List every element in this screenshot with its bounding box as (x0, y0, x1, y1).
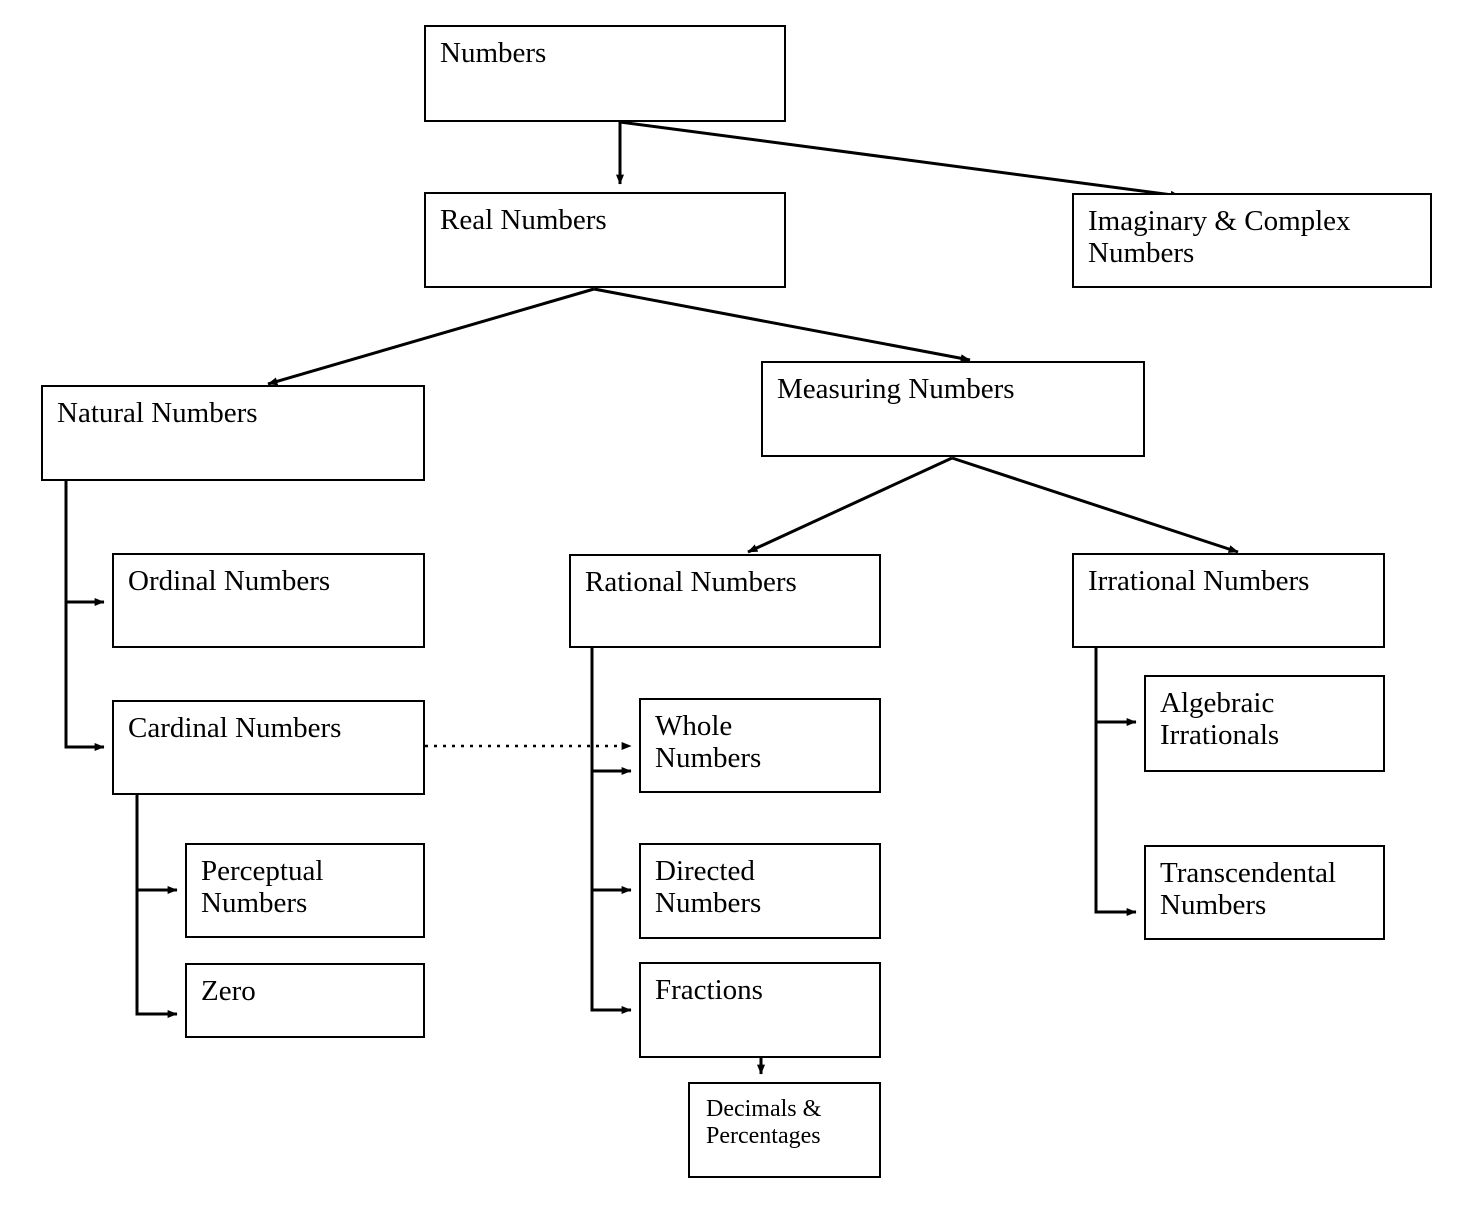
edge-measuring-irrational (951, 456, 1239, 554)
node-transcendental-numbers[interactable]: Transcendental Numbers (1144, 845, 1385, 940)
edge-real-measuring (593, 287, 971, 363)
edge-natural-cardinal (64, 481, 105, 751)
edge-irrational-transcendental (1094, 648, 1137, 916)
node-numbers[interactable]: Numbers (424, 25, 786, 122)
edge-real-natural (267, 287, 595, 386)
node-directed-numbers[interactable]: Directed Numbers (639, 843, 881, 939)
node-perceptual-numbers[interactable]: Perceptual Numbers (185, 843, 425, 938)
node-decimals-percentages[interactable]: Decimals & Percentages (688, 1082, 881, 1178)
node-natural-numbers[interactable]: Natural Numbers (41, 385, 425, 481)
node-ordinal-numbers[interactable]: Ordinal Numbers (112, 553, 425, 648)
node-zero[interactable]: Zero (185, 963, 425, 1038)
edge-rational-whole (590, 648, 632, 775)
edge-rational-directed (590, 648, 632, 894)
edge-irrational-algebraic (1094, 648, 1137, 726)
edge-cardinal-zero (135, 795, 178, 1018)
node-algebraic-irrationals[interactable]: Algebraic Irrationals (1144, 675, 1385, 772)
edge-numbers-imaginary (619, 120, 1181, 199)
edge-rational-fractions (590, 648, 632, 1014)
node-measuring-numbers[interactable]: Measuring Numbers (761, 361, 1145, 457)
edge-natural-ordinal (64, 481, 105, 606)
edge-measuring-rational (747, 456, 953, 554)
node-real-numbers[interactable]: Real Numbers (424, 192, 786, 288)
node-whole-numbers[interactable]: Whole Numbers (639, 698, 881, 793)
node-irrational-numbers[interactable]: Irrational Numbers (1072, 553, 1385, 648)
node-fractions[interactable]: Fractions (639, 962, 881, 1058)
node-imaginary-complex-numbers[interactable]: Imaginary & Complex Numbers (1072, 193, 1432, 288)
node-rational-numbers[interactable]: Rational Numbers (569, 554, 881, 648)
edge-cardinal-perceptual (135, 795, 178, 894)
node-cardinal-numbers[interactable]: Cardinal Numbers (112, 700, 425, 795)
